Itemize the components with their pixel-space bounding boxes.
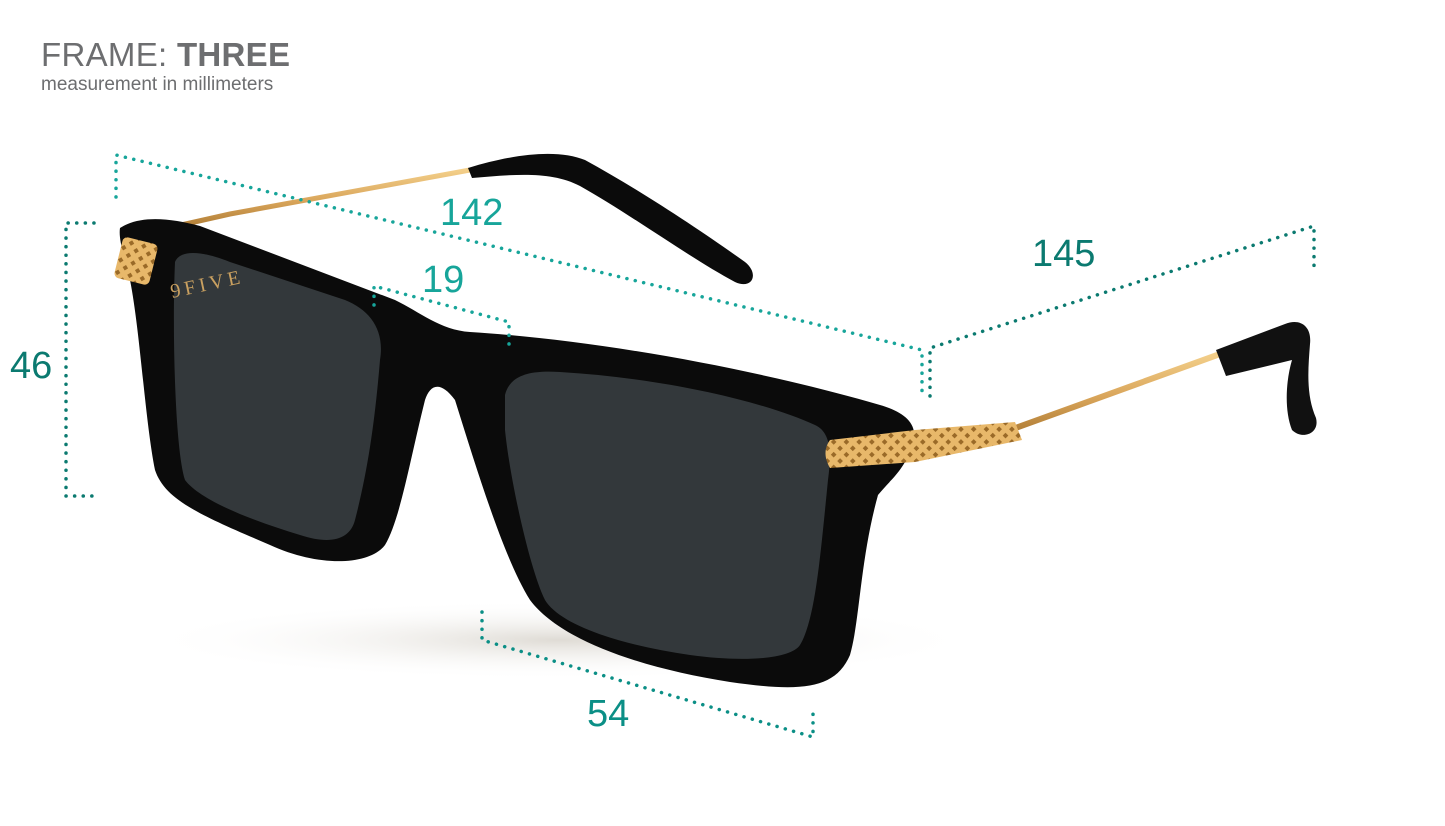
- height-bracket: [64, 221, 96, 498]
- frame-name: THREE: [176, 36, 291, 73]
- frame-height-label: 46: [10, 345, 53, 387]
- temple-length-line: [928, 223, 1316, 398]
- temple-length-label: 145: [1032, 233, 1096, 275]
- frame-front: 9FIVE: [119, 219, 915, 688]
- title-prefix: FRAME:: [41, 36, 177, 73]
- left-lens: [173, 253, 381, 540]
- right-hinge: [825, 422, 1022, 468]
- right-lens: [505, 371, 830, 659]
- near-temple: [897, 322, 1317, 443]
- subtitle: measurement in millimeters: [41, 74, 274, 95]
- bridge-line: [372, 283, 511, 347]
- page-title: FRAME: THREE: [41, 36, 290, 74]
- lens-width-line: [480, 610, 815, 740]
- bridge-width-label: 19: [422, 259, 465, 301]
- dimension-lines: [64, 152, 1316, 740]
- left-hinge: [114, 237, 158, 285]
- total-width-line: [114, 152, 924, 398]
- header: FRAME: THREE measurement in millimeters: [41, 36, 290, 96]
- total-width-label: 142: [440, 192, 504, 234]
- lens-width-label: 54: [587, 693, 630, 735]
